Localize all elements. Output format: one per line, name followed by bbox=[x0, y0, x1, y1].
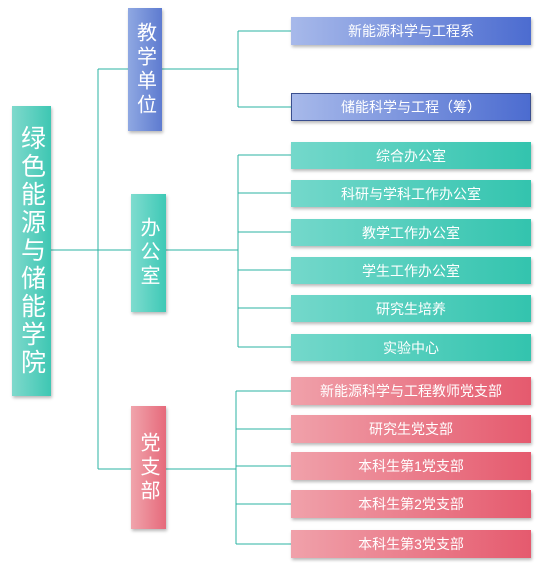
branch-graduate-label: 研究生党支部 bbox=[369, 421, 453, 437]
branch-undergrad-1-label: 本科生第1党支部 bbox=[358, 458, 464, 474]
branch-undergrad-3-label: 本科生第3党支部 bbox=[358, 536, 464, 552]
root-node: 绿色能源与储能学院 bbox=[12, 106, 51, 396]
branch-undergrad-2: 本科生第2党支部 bbox=[291, 490, 531, 518]
unit-party: 党支部 bbox=[131, 406, 166, 529]
unit-teaching-label: 教学单位 bbox=[133, 21, 156, 118]
office-general-label: 综合办公室 bbox=[376, 147, 446, 164]
branch-undergrad-2-label: 本科生第2党支部 bbox=[358, 496, 464, 512]
unit-office-label: 办公室 bbox=[137, 217, 159, 289]
unit-party-label: 党支部 bbox=[137, 431, 159, 504]
dept-new-energy-label: 新能源科学与工程系 bbox=[348, 23, 474, 39]
office-student-label: 学生工作办公室 bbox=[362, 262, 460, 279]
office-graduate-label: 研究生培养 bbox=[376, 300, 446, 317]
branch-faculty-label: 新能源科学与工程教师党支部 bbox=[320, 383, 502, 399]
dept-energy-storage-label: 储能科学与工程（筹） bbox=[341, 99, 481, 115]
office-student: 学生工作办公室 bbox=[291, 257, 531, 284]
branch-undergrad-1: 本科生第1党支部 bbox=[291, 452, 531, 480]
branch-graduate: 研究生党支部 bbox=[291, 415, 531, 443]
branch-undergrad-3: 本科生第3党支部 bbox=[291, 530, 531, 558]
office-research: 科研与学科工作办公室 bbox=[291, 180, 531, 207]
office-lab-center: 实验中心 bbox=[291, 334, 531, 361]
dept-new-energy: 新能源科学与工程系 bbox=[291, 17, 531, 45]
unit-office: 办公室 bbox=[131, 194, 166, 312]
office-research-label: 科研与学科工作办公室 bbox=[341, 185, 481, 202]
office-general: 综合办公室 bbox=[291, 142, 531, 169]
branch-faculty: 新能源科学与工程教师党支部 bbox=[291, 377, 531, 405]
root-label: 绿色能源与储能学院 bbox=[17, 125, 46, 377]
dept-energy-storage: 储能科学与工程（筹） bbox=[291, 93, 531, 121]
office-teaching: 教学工作办公室 bbox=[291, 219, 531, 246]
unit-teaching: 教学单位 bbox=[128, 8, 162, 131]
office-lab-center-label: 实验中心 bbox=[383, 339, 439, 356]
office-teaching-label: 教学工作办公室 bbox=[362, 224, 460, 241]
office-graduate: 研究生培养 bbox=[291, 295, 531, 322]
